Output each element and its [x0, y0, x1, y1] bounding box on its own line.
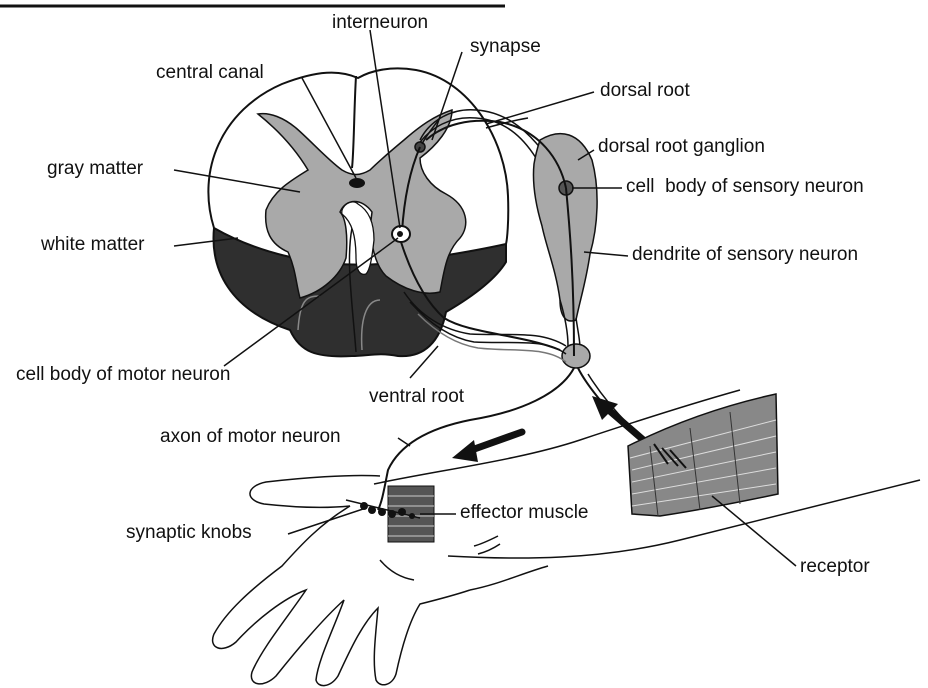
- label-white-matter: white matter: [41, 234, 144, 256]
- spinal-nerve: [562, 344, 590, 368]
- label-receptor: receptor: [800, 556, 870, 578]
- label-interneuron: interneuron: [332, 12, 428, 34]
- receptor-skin: [628, 394, 778, 516]
- label-gray-matter: gray matter: [47, 158, 143, 180]
- label-dorsal-root-ganglion: dorsal root ganglion: [598, 136, 765, 158]
- spinal-cord-cross-section: [208, 68, 508, 356]
- label-dorsal-root: dorsal root: [600, 80, 690, 102]
- dorsal-root-ganglion: [533, 134, 597, 321]
- label-synaptic-knobs: synaptic knobs: [126, 522, 252, 544]
- central-canal: [349, 178, 365, 188]
- label-central-canal: central canal: [156, 62, 264, 84]
- label-cell-body-motor: cell body of motor neuron: [16, 364, 230, 386]
- label-ventral-root: ventral root: [369, 386, 464, 408]
- label-axon-motor: axon of motor neuron: [160, 426, 341, 448]
- label-synapse: synapse: [470, 36, 541, 58]
- label-effector-muscle: effector muscle: [460, 502, 588, 524]
- label-dendrite-sensory: dendrite of sensory neuron: [632, 244, 858, 266]
- label-cell-body-sensory: cell body of sensory neuron: [626, 176, 864, 198]
